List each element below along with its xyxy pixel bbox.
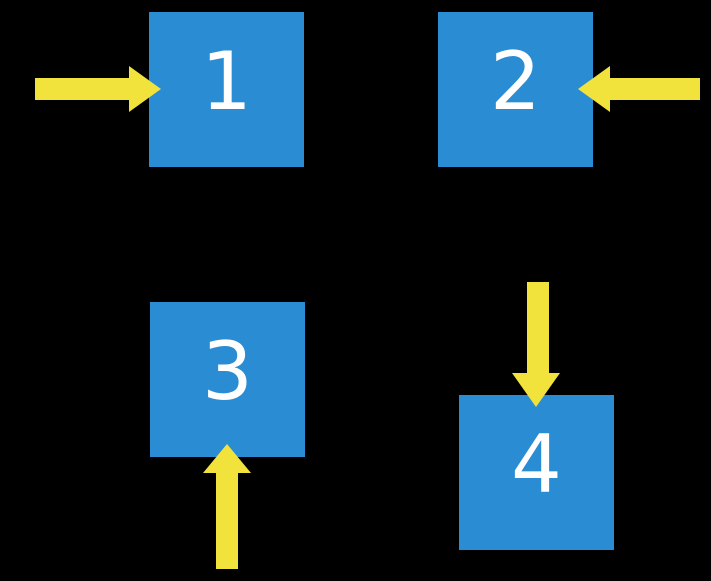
arrow-shaft: [35, 78, 129, 100]
arrow-head: [578, 66, 610, 112]
arrow-shaft: [610, 78, 700, 100]
box-1-label: 1: [201, 34, 252, 128]
arrow-up-icon: [203, 444, 252, 569]
box-1: 1: [149, 12, 304, 167]
arrow-head: [203, 444, 251, 473]
box-2-label: 2: [490, 34, 541, 128]
arrow-head: [512, 373, 560, 407]
arrow-right-icon: [35, 66, 161, 113]
arrow-shaft: [216, 473, 238, 569]
box-3-label: 3: [202, 324, 253, 418]
box-2: 2: [438, 12, 593, 167]
arrow-down-icon: [512, 282, 561, 407]
arrow-left-icon: [578, 66, 700, 113]
box-3: 3: [150, 302, 305, 457]
box-4: 4: [459, 395, 614, 550]
arrow-shaft: [527, 282, 549, 373]
box-4-label: 4: [511, 417, 562, 511]
arrow-head: [129, 66, 161, 112]
